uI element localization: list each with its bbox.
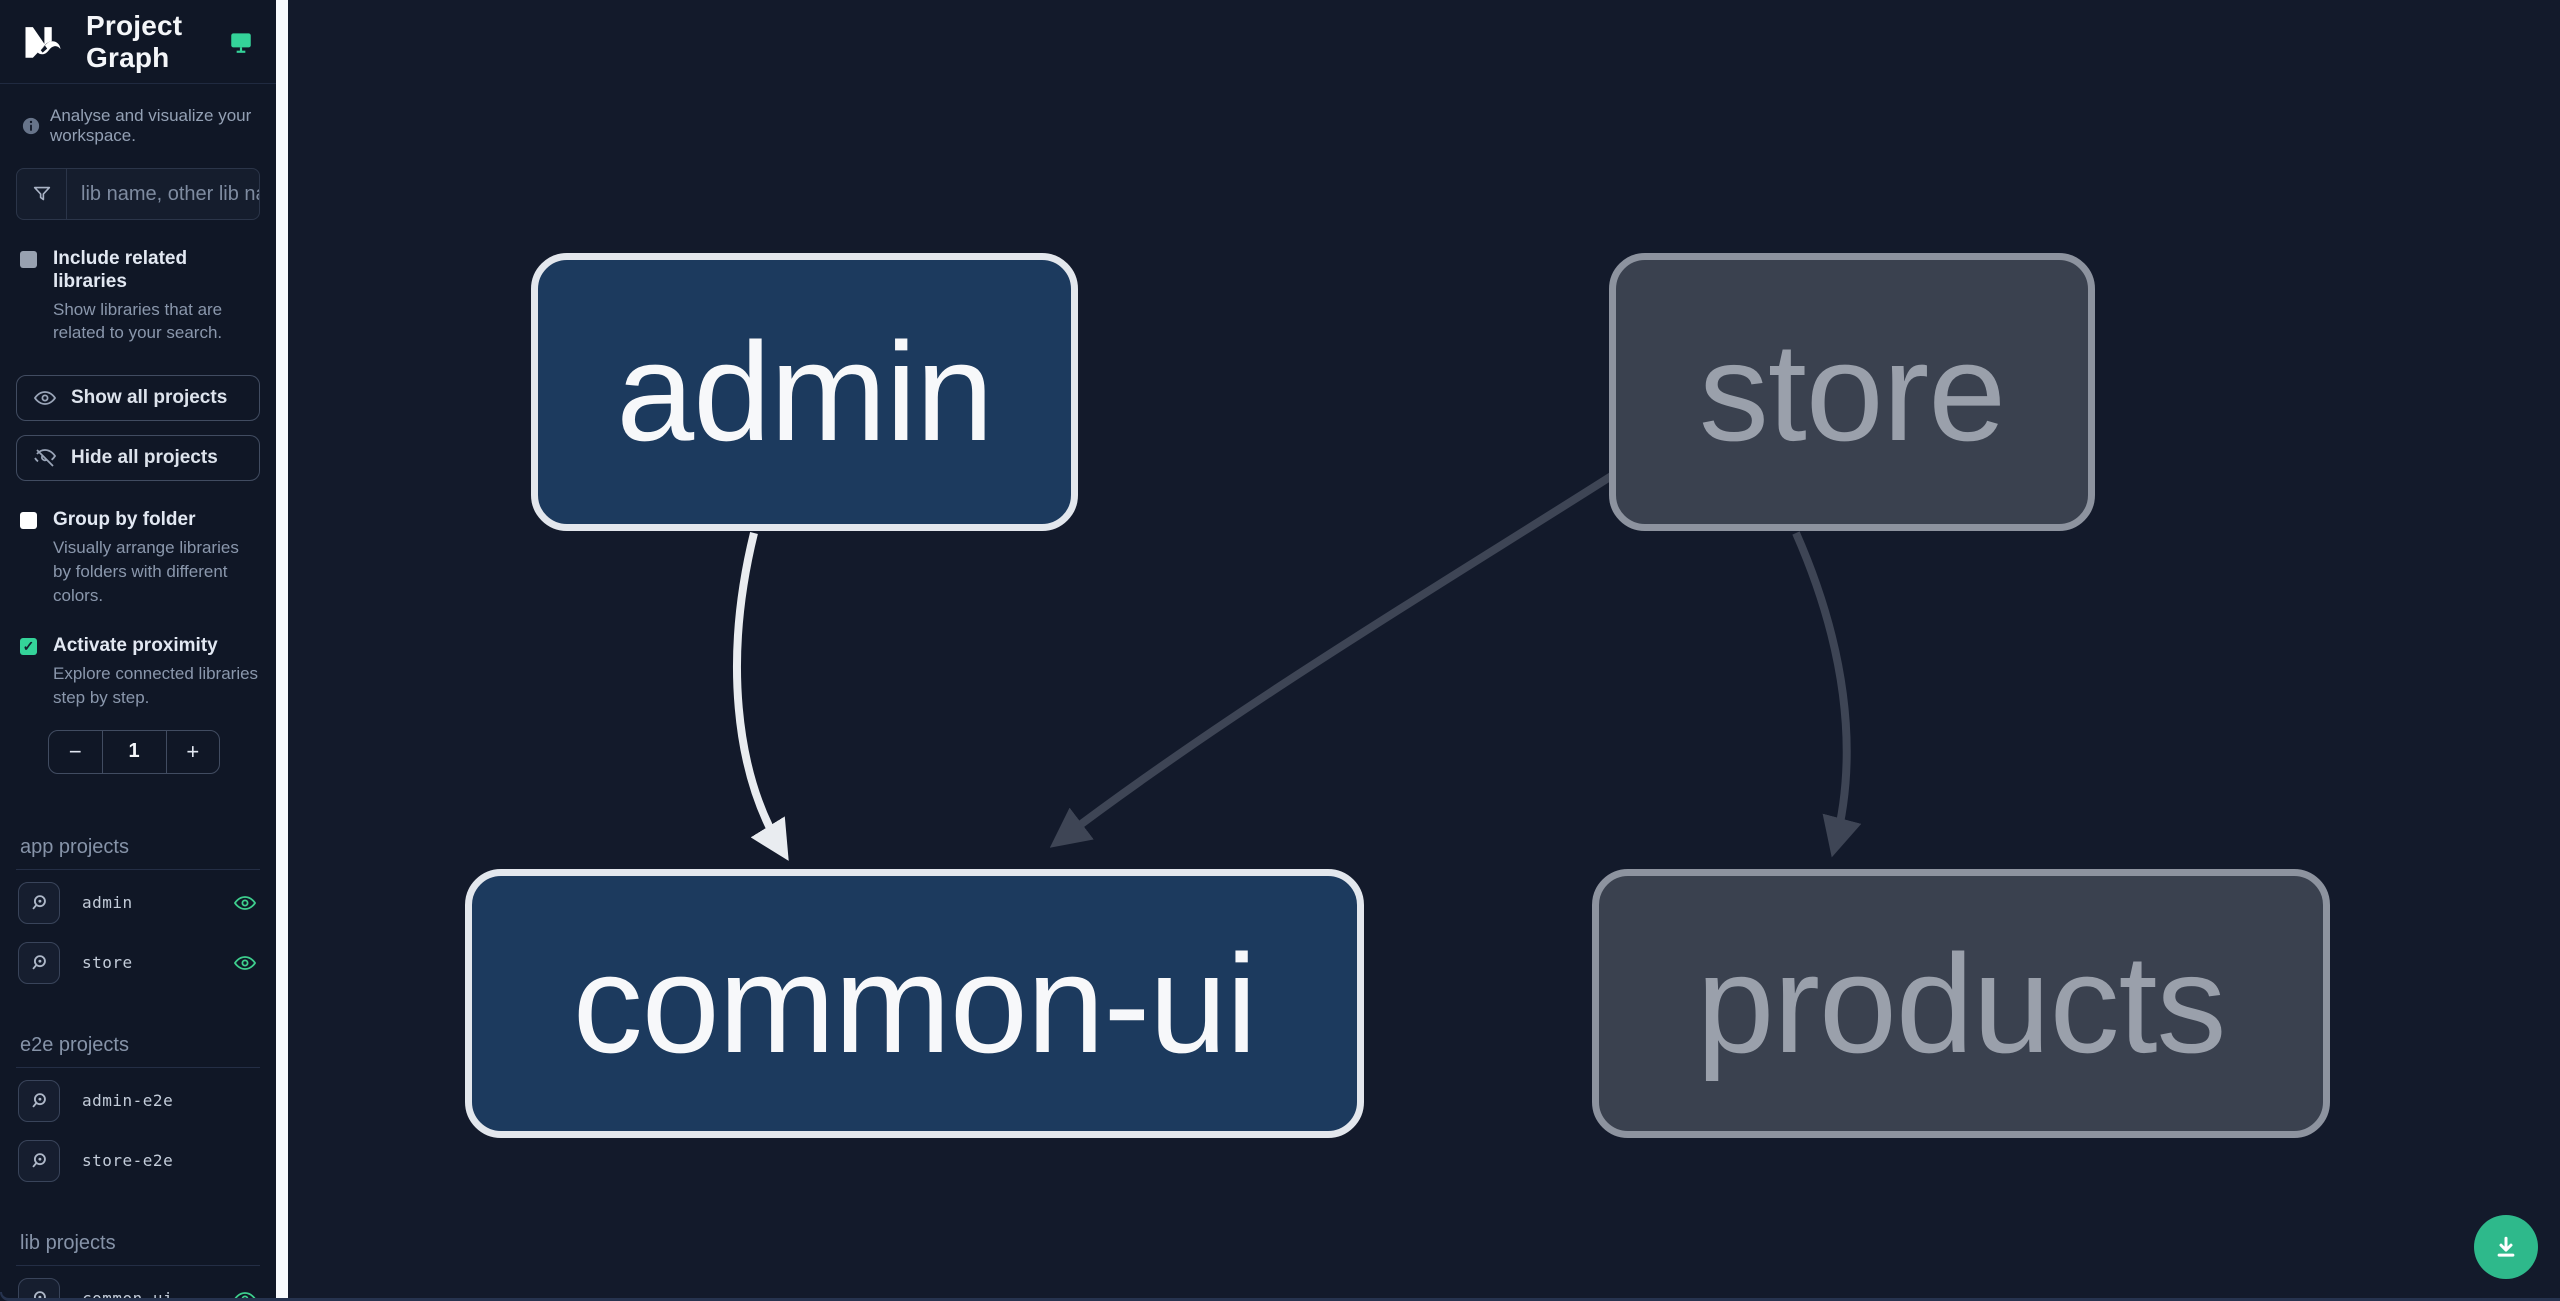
section-header-e2e-projects: e2e projects xyxy=(16,1034,260,1068)
toggle-visibility-eye-icon[interactable] xyxy=(232,950,258,976)
proximity-decrement-button[interactable]: − xyxy=(49,731,102,773)
toggle-visibility-eye-icon[interactable] xyxy=(232,890,258,916)
project-name[interactable]: common-ui xyxy=(82,1289,174,1301)
graph-node-common-ui[interactable]: common-ui xyxy=(465,869,1364,1138)
search-input[interactable] xyxy=(67,169,259,219)
project-item-store: store xyxy=(0,936,276,990)
focus-project-button[interactable] xyxy=(18,1277,60,1301)
project-name[interactable]: store-e2e xyxy=(82,1151,174,1171)
section-header-app-projects: app projects xyxy=(16,836,260,870)
group-by-folder-description: Visually arrange libraries by folders wi… xyxy=(53,537,239,605)
include-related-row: Include related libraries Show libraries… xyxy=(20,248,260,345)
focus-project-button[interactable] xyxy=(18,881,60,924)
workspace-tagline: Analyse and visualize your workspace. xyxy=(0,84,276,146)
section-header-lib-projects: lib projects xyxy=(16,1232,260,1266)
group-by-folder-row: Group by folder Visually arrange librari… xyxy=(20,509,260,607)
edge-store-to-products[interactable] xyxy=(1792,531,1862,858)
project-name[interactable]: admin xyxy=(82,893,133,913)
tagline-text: Analyse and visualize your workspace. xyxy=(50,106,252,145)
toggle-visibility-eye-icon[interactable] xyxy=(232,1286,258,1301)
info-icon xyxy=(22,117,40,135)
proximity-value: 1 xyxy=(101,730,167,773)
graph-node-products[interactable]: products xyxy=(1592,869,2330,1138)
monitor-icon[interactable] xyxy=(228,27,254,57)
download-image-button[interactable] xyxy=(2474,1215,2538,1279)
graph-node-admin[interactable]: admin xyxy=(531,253,1078,531)
proximity-stepper: − 1 + xyxy=(48,729,220,774)
sidebar-resizer-handle[interactable] xyxy=(276,0,288,1301)
download-icon xyxy=(2491,1232,2521,1262)
proximity-increment-button[interactable]: + xyxy=(167,731,220,773)
eye-off-icon xyxy=(33,446,57,470)
filter-box xyxy=(16,168,260,220)
project-item-common-ui: common-ui xyxy=(0,1272,276,1301)
activate-proximity-label: Activate proximity xyxy=(53,635,218,657)
focus-project-button[interactable] xyxy=(18,1079,60,1122)
activate-proximity-description: Explore connected libraries step by step… xyxy=(53,664,259,707)
page-title: Project Graph xyxy=(86,9,183,73)
project-item-admin-e2e: admin-e2e xyxy=(0,1074,276,1128)
include-related-checkbox[interactable] xyxy=(20,251,37,268)
activate-proximity-checkbox[interactable]: ✓ xyxy=(20,638,37,656)
group-by-folder-checkbox[interactable] xyxy=(20,512,37,530)
nx-logo xyxy=(22,21,64,63)
show-all-projects-label: Show all projects xyxy=(71,387,228,409)
project-item-admin: admin xyxy=(0,876,276,930)
edge-admin-to-common-ui[interactable] xyxy=(733,532,789,861)
group-by-folder-label: Group by folder xyxy=(53,509,196,531)
include-related-description: Show libraries that are related to your … xyxy=(53,299,223,343)
activate-proximity-row: ✓ Activate proximity Explore connected l… xyxy=(20,635,260,709)
edge-store-to-common-ui[interactable] xyxy=(1049,471,1616,848)
focus-project-button[interactable] xyxy=(18,941,60,984)
focus-project-button[interactable] xyxy=(18,1139,60,1182)
project-graph-canvas[interactable]: admin store common-ui products xyxy=(288,0,2560,1301)
graph-node-store[interactable]: store xyxy=(1609,253,2095,531)
include-related-label: Include related libraries xyxy=(53,248,188,292)
hide-all-projects-label: Hide all projects xyxy=(71,447,218,469)
show-all-projects-button[interactable]: Show all projects xyxy=(16,375,260,422)
dependency-edges xyxy=(733,471,1862,861)
eye-icon xyxy=(33,386,57,410)
sidebar-header: Project Graph xyxy=(0,0,276,84)
funnel-icon xyxy=(17,169,67,219)
project-item-store-e2e: store-e2e xyxy=(0,1134,276,1188)
hide-all-projects-button[interactable]: Hide all projects xyxy=(16,435,260,482)
sidebar: Project Graph Analyse and visualize your… xyxy=(0,0,276,1301)
project-name[interactable]: store xyxy=(82,953,133,973)
project-name[interactable]: admin-e2e xyxy=(82,1091,174,1111)
